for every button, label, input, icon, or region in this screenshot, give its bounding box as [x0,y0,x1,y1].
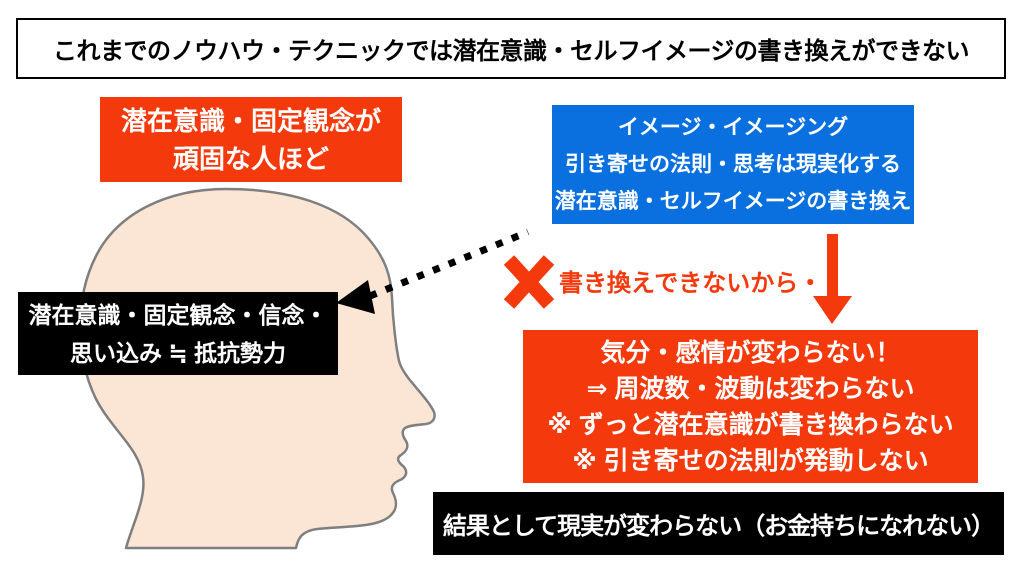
consequences-line-3: ※ ずっと潜在意識が書き換わらない [547,410,954,439]
techniques-box: イメージ・イメージング 引き寄せの法則・思考は現実化する 潜在意識・セルフイメー… [552,105,914,224]
result-text: 結果として現実が変わらない（お金持ちになれない） [442,513,995,540]
resistance-line-1: 潜在意識・固定観念・信念・ [28,301,328,328]
dotted-arrow-icon [336,228,530,314]
title-banner: これまでのノウハウ・テクニックでは潜在意識・セルフイメージの書き換えができない [16,18,1006,79]
rejection-label: 書き換えできないから・・ [559,269,847,297]
consequences-box: 気分・感情が変わらない！ ⇒ 周波数・波動は変わらない ※ ずっと潜在意識が書き… [523,330,978,483]
down-arrow-icon [813,234,852,324]
consequences-line-1: 気分・感情が変わらない！ [600,338,901,367]
techniques-line-2: 引き寄せの法則・思考は現実化する [565,153,901,176]
x-mark-icon [503,255,555,309]
stubborn-people-box: 潜在意識・固定観念が 頑固な人ほど [100,97,402,182]
stubborn-line-2: 頑固な人ほど [172,143,329,174]
resistance-line-2: 思い込み ≒ 抵抗勢力 [69,339,287,366]
techniques-line-3: 潜在意識・セルフイメージの書き換え [554,190,912,213]
resistance-box: 潜在意識・固定観念・信念・ 思い込み ≒ 抵抗勢力 [18,292,338,375]
title-text: これまでのノウハウ・テクニックでは潜在意識・セルフイメージの書き換えができない [52,38,970,65]
consequences-line-4: ※ 引き寄せの法則が発動しない [572,446,929,475]
techniques-line-1: イメージ・イメージング [617,116,849,139]
stubborn-line-1: 潜在意識・固定観念が [120,105,381,136]
result-bar: 結果として現実が変わらない（お金持ちになれない） [433,492,1004,555]
consequences-line-2: ⇒ 周波数・波動は変わらない [586,374,915,403]
